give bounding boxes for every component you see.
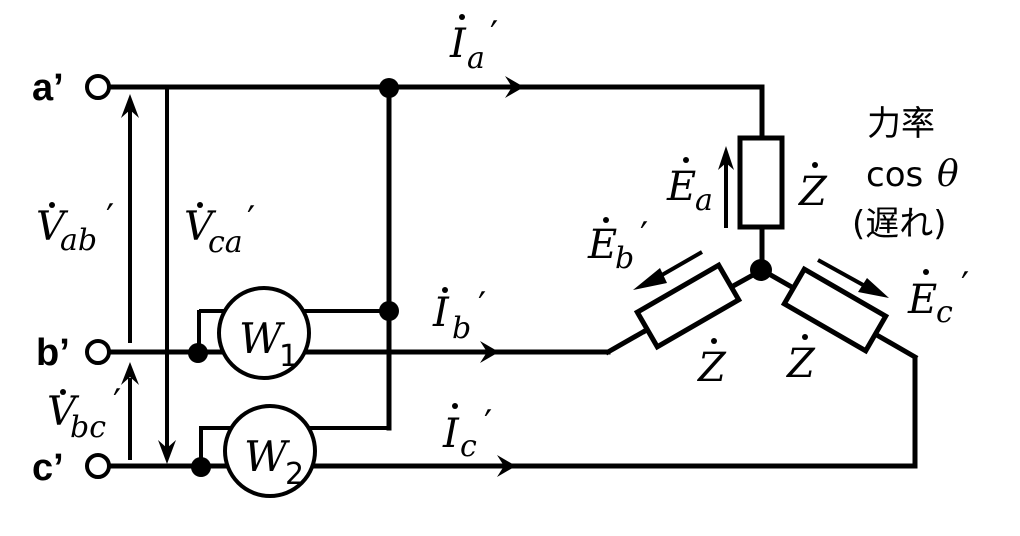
svg-text:bc: bc	[70, 410, 106, 445]
svg-text:′: ′	[961, 266, 969, 307]
power-factor-cos: cos	[866, 155, 923, 195]
label-zc: Z	[785, 334, 816, 387]
svg-text:c: c	[936, 295, 953, 330]
svg-text:a: a	[467, 41, 485, 76]
svg-text:I: I	[449, 21, 467, 67]
svg-text:V: V	[47, 389, 80, 435]
junction-dot-b	[188, 343, 208, 363]
current-arrow-ic	[497, 455, 516, 477]
terminal-label-b: b’	[36, 332, 70, 374]
label-eb: E b ′	[587, 216, 648, 276]
neutral-node	[750, 259, 772, 281]
impedance-c	[780, 265, 890, 355]
power-factor-lagging: (遅れ)	[852, 204, 947, 244]
svg-text:′: ′	[484, 404, 492, 445]
vab-arrow	[121, 94, 139, 343]
svg-text:W: W	[239, 314, 286, 363]
power-factor-theta: θ	[937, 154, 959, 195]
terminal-a[interactable]	[85, 74, 111, 100]
impedance-a	[737, 135, 785, 230]
label-vbc: V bc ′	[47, 383, 121, 445]
label-ia: I a ′	[449, 14, 498, 76]
label-zb: Z	[696, 338, 727, 391]
svg-text:E: E	[666, 164, 696, 210]
eb-arrow	[633, 250, 703, 290]
svg-text:b: b	[615, 241, 634, 276]
label-ib: I b ′	[432, 286, 486, 346]
label-w1: W 1	[239, 314, 298, 374]
label-za: Z	[797, 162, 828, 215]
vca-arrow	[158, 87, 176, 464]
junction-dot-c	[191, 457, 211, 477]
svg-text:I: I	[432, 290, 450, 336]
svg-text:1: 1	[279, 339, 298, 374]
svg-text:ab: ab	[60, 223, 97, 258]
current-arrow-ib	[480, 341, 499, 363]
svg-text:′: ′	[247, 200, 255, 241]
svg-text:a: a	[695, 183, 713, 218]
svg-text:c: c	[460, 429, 477, 464]
terminal-b[interactable]	[85, 339, 111, 365]
terminal-label-c: c’	[32, 447, 64, 489]
svg-text:E: E	[587, 222, 617, 268]
current-arrow-ia	[505, 76, 524, 98]
star-load	[633, 135, 919, 361]
svg-text:′: ′	[640, 216, 648, 257]
svg-text:′: ′	[113, 383, 121, 424]
label-ea: E a	[666, 157, 713, 218]
svg-text:ca: ca	[208, 225, 243, 260]
line-a	[108, 84, 765, 141]
terminal-label-a: a’	[32, 67, 64, 109]
svg-text:′: ′	[490, 15, 498, 56]
svg-text:′: ′	[478, 286, 486, 327]
svg-text:W: W	[244, 432, 291, 481]
wattmeter-w2	[223, 404, 317, 498]
power-factor-note: 力率 cos θ (遅れ)	[852, 104, 959, 244]
wattmeter-w1	[217, 286, 311, 380]
svg-text:Z: Z	[797, 169, 828, 215]
power-factor-title: 力率	[867, 104, 935, 144]
svg-text:′: ′	[106, 198, 114, 239]
svg-text:Z: Z	[696, 345, 727, 391]
label-w2: W 2	[244, 432, 304, 492]
label-vab: V ab ′	[36, 198, 114, 258]
label-vca: V ca ′	[184, 200, 255, 260]
svg-text:V: V	[36, 204, 69, 250]
label-ec: E c ′	[907, 266, 969, 330]
vbc-arrow	[121, 362, 139, 460]
svg-text:V: V	[184, 204, 217, 250]
ec-arrow	[817, 258, 889, 298]
svg-text:E: E	[907, 277, 937, 323]
svg-text:I: I	[442, 411, 460, 457]
terminal-c[interactable]	[85, 453, 111, 479]
label-ic: I c ′	[442, 403, 492, 464]
svg-text:Z: Z	[785, 341, 816, 387]
impedance-b	[633, 261, 743, 351]
svg-text:2: 2	[285, 457, 304, 492]
svg-text:b: b	[452, 311, 471, 346]
junction-dot-a	[379, 78, 399, 98]
ea-arrow	[718, 146, 734, 228]
